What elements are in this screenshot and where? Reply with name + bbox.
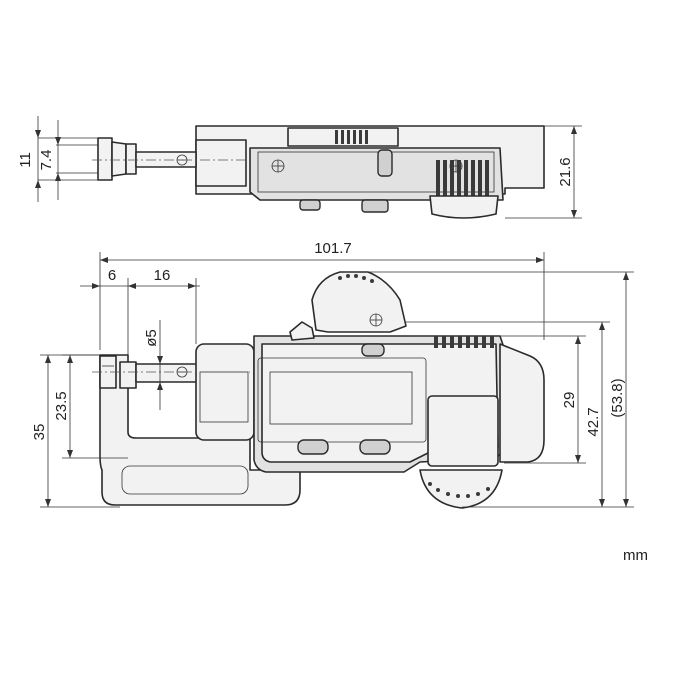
dim-top-width-outer: 11 [17, 152, 34, 168]
top-view [92, 125, 545, 219]
dim-head-height-large: 42.7 [585, 407, 602, 436]
dim-overall-length: 101.7 [314, 240, 352, 257]
dim-spindle-diameter: ø5 [143, 329, 160, 347]
roller-knurl [338, 274, 374, 283]
unit-label: mm [623, 547, 648, 564]
dim-top-width-inner: 7.4 [38, 150, 55, 171]
dim-spindle-length: 16 [154, 267, 171, 284]
top-knurl [335, 130, 368, 144]
dim-head-height-small: 29 [561, 392, 578, 409]
top-view-dimensions: 11 7.4 21.6 [17, 116, 582, 219]
dim-throat-depth: 23.5 [53, 391, 70, 420]
head-ribs [434, 336, 494, 348]
dim-overall-height: (53.8) [609, 378, 626, 417]
front-view-dimensions: 101.7 6 16 ø5 23.5 35 29 [31, 240, 634, 508]
dim-anvil-offset: 6 [108, 267, 116, 284]
top-grip-ribs [436, 160, 489, 196]
dim-top-thickness: 21.6 [557, 157, 574, 186]
dim-frame-height: 35 [31, 424, 48, 441]
bottom-roller-knurl [428, 482, 490, 498]
front-view [92, 271, 545, 509]
